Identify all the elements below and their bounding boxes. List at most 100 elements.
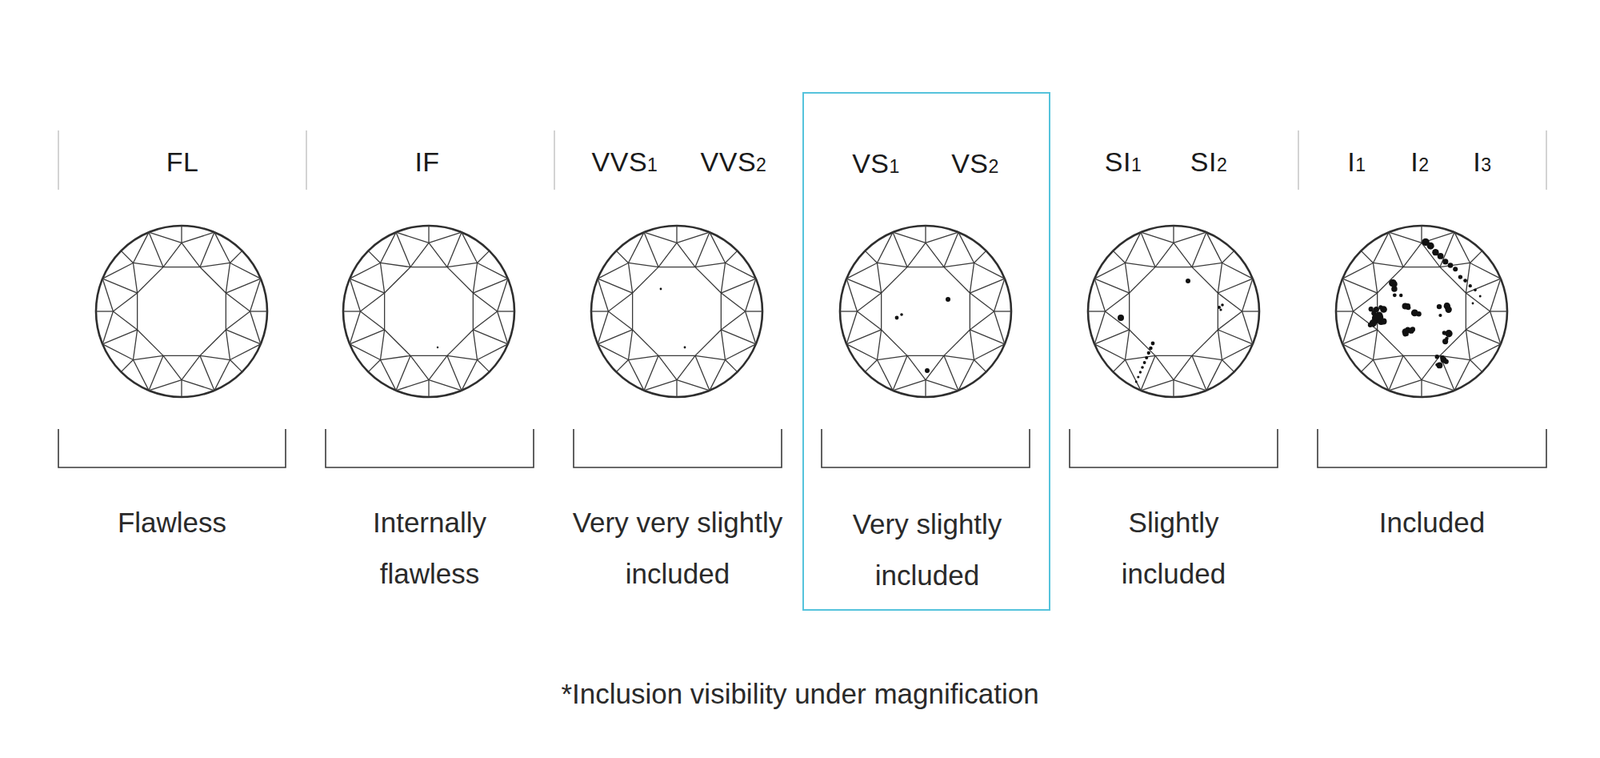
diamond-facet xyxy=(200,329,226,356)
diamond-facet xyxy=(876,262,908,267)
inclusion-dot xyxy=(1136,375,1140,378)
diamond-facet xyxy=(368,360,380,372)
diamond-facet xyxy=(1217,292,1242,312)
inclusion-dot xyxy=(1473,288,1477,292)
diamond-facet xyxy=(428,380,462,391)
diamond-facet xyxy=(349,311,360,344)
diamond-facet xyxy=(628,262,659,267)
diamond-facet xyxy=(410,355,429,380)
diamond-facet xyxy=(1088,310,1105,312)
diamond-facet xyxy=(1372,262,1377,293)
diamond-facet xyxy=(1217,329,1252,344)
inclusion-dot xyxy=(684,346,687,349)
diamond-facet xyxy=(597,262,628,279)
diamond-illustration xyxy=(1336,225,1508,397)
diamond-facet xyxy=(1217,311,1242,330)
diamond-facet xyxy=(1465,329,1470,360)
diamond-facet xyxy=(214,360,231,391)
diamond-facet xyxy=(497,311,508,344)
diamond-facet xyxy=(969,329,974,360)
diamond-girdle xyxy=(840,225,1012,397)
diamond-facet xyxy=(112,311,137,330)
diamond-facet xyxy=(472,329,477,360)
diamond-facet xyxy=(1172,380,1174,397)
diamond-facet xyxy=(461,232,478,263)
diamond-girdle xyxy=(1088,225,1260,397)
grade-bracket xyxy=(573,428,782,468)
inclusion-dot xyxy=(1463,278,1468,283)
inclusion-dot xyxy=(660,288,663,291)
grade-description: Internally flawless xyxy=(345,496,514,600)
diamond-facet xyxy=(876,355,908,360)
diamond-facet xyxy=(1155,242,1174,267)
diamond-facet xyxy=(163,242,182,267)
diamond-facet xyxy=(925,242,944,267)
diamond-facet xyxy=(102,311,113,344)
inclusion-dot xyxy=(1144,356,1148,360)
diamond-facet xyxy=(1454,232,1471,263)
diamond-facet xyxy=(907,266,944,268)
clarity-grade: I1 xyxy=(1347,144,1366,180)
diamond-facet xyxy=(1217,329,1222,360)
inclusion-dot xyxy=(1404,332,1409,337)
diamond-facet xyxy=(720,329,725,360)
diamond-facet xyxy=(384,292,385,330)
diamond-facet xyxy=(1173,242,1192,267)
diamond-facet xyxy=(1155,266,1192,268)
inclusion-dot xyxy=(1117,314,1124,321)
inclusion-dot xyxy=(1458,274,1463,279)
diamond-facet xyxy=(1465,292,1467,330)
diamond-facet xyxy=(1173,380,1207,391)
diamond-facet xyxy=(380,232,396,263)
diamond-facet xyxy=(1403,266,1440,268)
diamond-facet xyxy=(1140,232,1174,243)
diamond-illustration xyxy=(1088,225,1260,397)
diamond-facet xyxy=(695,355,710,390)
diamond-facet xyxy=(969,292,994,312)
clarity-grade: SI2 xyxy=(1190,144,1228,180)
diamond-facet xyxy=(132,262,164,267)
diamond-facet xyxy=(1217,262,1222,293)
diamond-facet xyxy=(856,311,881,330)
diamond-facet xyxy=(384,329,411,356)
diamond-facet xyxy=(1172,225,1174,243)
diamond-facet xyxy=(1421,242,1440,267)
diamond-facet xyxy=(1124,262,1129,293)
grade-description: Included xyxy=(1320,496,1544,548)
diamond-facet xyxy=(1377,267,1404,293)
diamond-facet xyxy=(1217,292,1219,330)
diamond-facet xyxy=(1377,329,1404,356)
diamond-facet xyxy=(969,329,1004,344)
diamond-illustration xyxy=(96,225,268,397)
clarity-grade: FL xyxy=(166,144,200,180)
grade-bracket xyxy=(58,428,286,468)
diamond-facet xyxy=(230,344,261,360)
diamond-facet xyxy=(1490,310,1508,312)
diamond-facet xyxy=(1173,355,1192,380)
inclusion-dot xyxy=(1219,308,1222,311)
grade-bracket xyxy=(1069,428,1278,468)
diamond-facet xyxy=(892,380,926,391)
grade-description: Slightly included xyxy=(1085,496,1262,600)
diamond-facet xyxy=(349,329,384,344)
diamond-facet xyxy=(1465,262,1470,293)
diamond-facet xyxy=(477,262,508,279)
diamond-facet xyxy=(497,278,508,312)
diamond-facet xyxy=(1094,311,1105,344)
diamond-facet xyxy=(225,311,250,330)
diamond-facet xyxy=(658,355,677,380)
diamond-facet xyxy=(1388,380,1422,391)
diamond-facet xyxy=(447,355,462,390)
diamond-facet xyxy=(163,266,200,268)
diamond-facet xyxy=(1192,329,1218,356)
diamond-facet xyxy=(924,225,926,243)
diamond-facet xyxy=(969,278,1004,293)
diamond-facet xyxy=(148,232,182,243)
diamond-facet xyxy=(1124,355,1156,360)
diamond-facet xyxy=(461,360,478,391)
diamond-facet xyxy=(1222,262,1253,279)
diamond-facet xyxy=(1094,262,1125,279)
inclusion-dot xyxy=(1147,351,1151,355)
diamond-facet xyxy=(994,310,1012,312)
diamond-facet xyxy=(102,329,137,344)
